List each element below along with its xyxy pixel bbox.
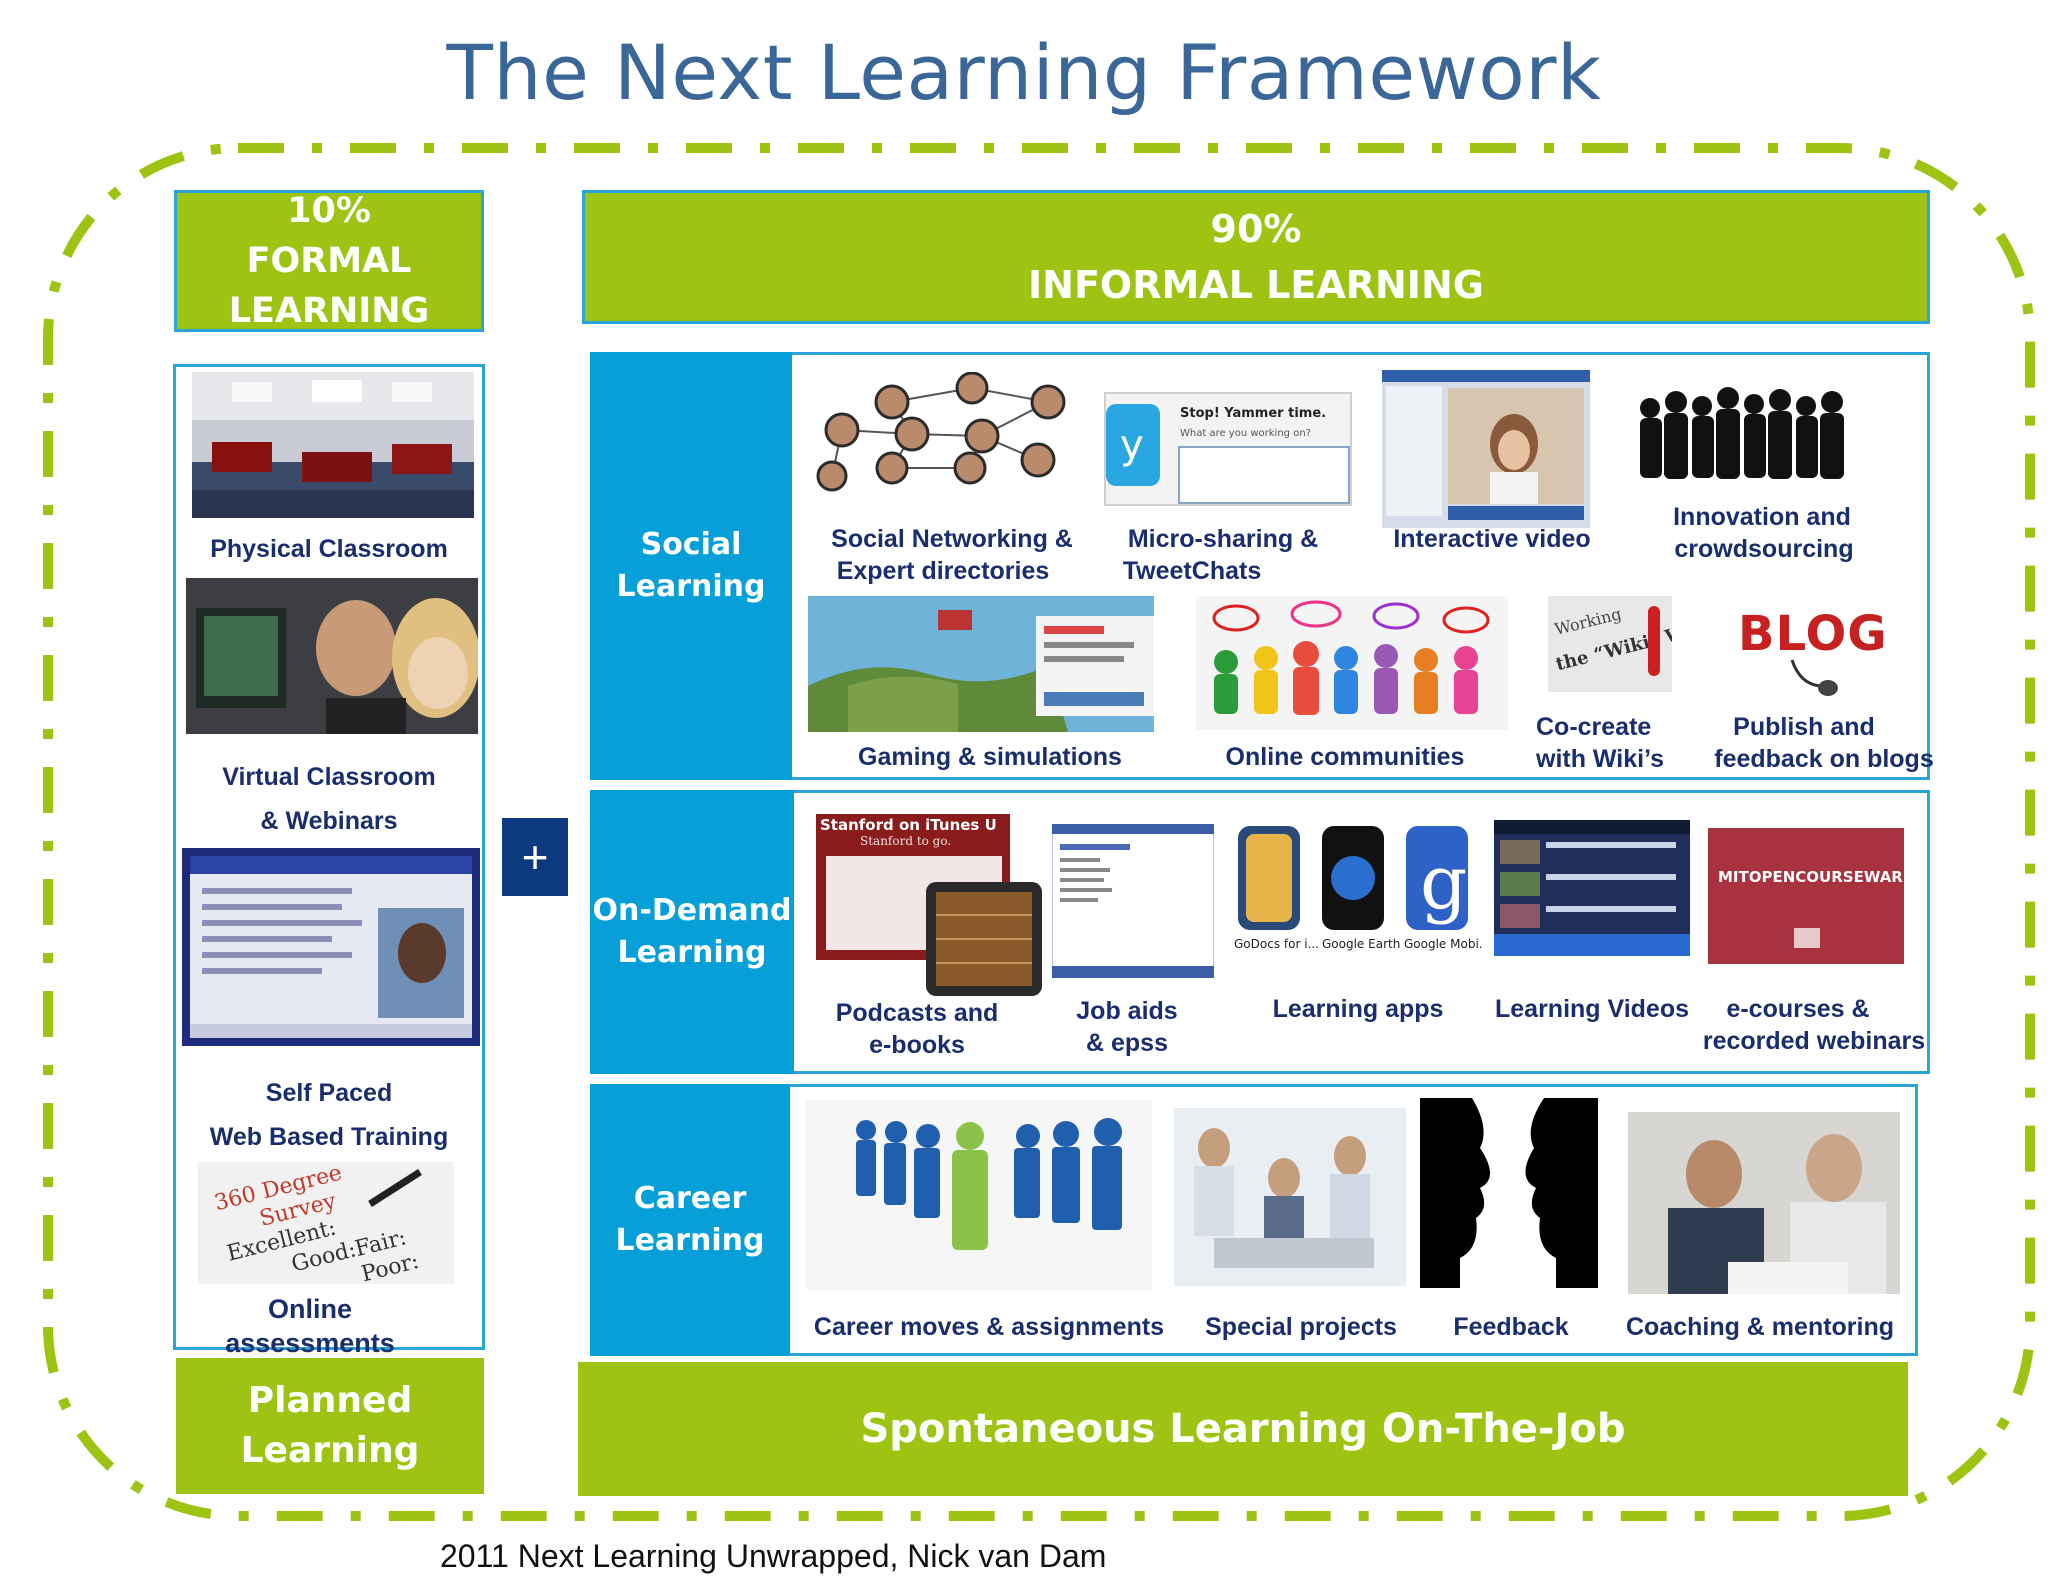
career-label-2: Learning bbox=[615, 1223, 765, 1258]
mit-ocw-image: MITOPENCOURSEWARE bbox=[1708, 828, 1913, 964]
app-name-3: Google Mobi... bbox=[1404, 937, 1484, 951]
special-projects-image bbox=[1174, 1108, 1406, 1286]
micro-sharing-label-2: TweetChats bbox=[1122, 557, 1262, 585]
page-title: The Next Learning Framework bbox=[446, 28, 1602, 117]
feedback-image bbox=[1420, 1098, 1598, 1288]
learning-videos-image bbox=[1494, 820, 1690, 956]
online-assessments-label-1: Online bbox=[267, 1294, 352, 1324]
virtual-classroom-label-1: Virtual Classroom bbox=[222, 763, 436, 791]
on-demand-label: On-Demand Learning bbox=[590, 790, 794, 1074]
on-demand-label-2: Learning bbox=[617, 935, 767, 970]
app-name-2: Google Earth bbox=[1322, 937, 1400, 951]
spontaneous-learning-bar: Spontaneous Learning On-The-Job bbox=[578, 1362, 1908, 1496]
social-networking-label-1: Social Networking & bbox=[831, 525, 1073, 553]
social-label-1: Social bbox=[640, 527, 742, 562]
e-courses-label-1: e-courses & bbox=[1726, 995, 1870, 1023]
physical-classroom-image bbox=[192, 372, 474, 518]
innovation-label-2: crowdsourcing bbox=[1674, 535, 1854, 563]
learning-apps-image: g GoDocs for i... Google Earth Google Mo… bbox=[1234, 826, 1484, 951]
wiki-img-top: Working bbox=[1552, 604, 1624, 639]
svg-text:y: y bbox=[1120, 422, 1144, 468]
feedback-label: Feedback bbox=[1453, 1313, 1569, 1341]
footer-credit: 2011 Next Learning Unwrapped, Nick van D… bbox=[440, 1538, 1107, 1574]
blog-img-text: BLOG bbox=[1738, 606, 1888, 662]
career-moves-label: Career moves & assignments bbox=[813, 1313, 1165, 1341]
planned-label-1: Planned bbox=[247, 1380, 413, 1421]
micro-sharing-label-1: Micro-sharing & bbox=[1127, 525, 1319, 553]
job-aids-label-1: Job aids bbox=[1076, 997, 1178, 1025]
gaming-label: Gaming & simulations bbox=[858, 743, 1122, 771]
formal-pct: 10% bbox=[287, 191, 371, 231]
self-paced-label-1: Self Paced bbox=[265, 1079, 393, 1107]
spontaneous-label: Spontaneous Learning On-The-Job bbox=[860, 1406, 1626, 1452]
learning-apps-label: Learning apps bbox=[1272, 995, 1444, 1023]
app-name-1: GoDocs for i... bbox=[1234, 937, 1319, 951]
yammer-sub: What are you working on? bbox=[1180, 428, 1311, 439]
formal-line2: LEARNING bbox=[228, 291, 430, 331]
gaming-image bbox=[808, 596, 1154, 732]
coaching-image bbox=[1628, 1112, 1900, 1294]
virtual-classroom-label-2: & Webinars bbox=[260, 807, 398, 835]
stanford-text-1: Stanford on iTunes U bbox=[820, 816, 997, 834]
wiki-label-2: with Wiki’s bbox=[1536, 745, 1665, 773]
planned-label-2: Learning bbox=[240, 1430, 420, 1471]
interactive-video-label: Interactive video bbox=[1393, 525, 1591, 553]
web-based-training-image bbox=[182, 848, 480, 1046]
wiki-image: Working the “Wiki” Way bbox=[1548, 596, 1672, 692]
plus-sign: + bbox=[502, 818, 568, 896]
online-communities-image bbox=[1196, 596, 1508, 730]
blog-image: BLOG bbox=[1730, 600, 1887, 700]
planned-learning-bar: Planned Learning bbox=[176, 1358, 484, 1494]
learning-videos-label: Learning Videos bbox=[1494, 995, 1690, 1023]
stanford-text-2: Stanford to go. bbox=[860, 834, 952, 848]
blog-label-2: feedback on blogs bbox=[1714, 745, 1934, 773]
career-learning-label: Career Learning bbox=[590, 1084, 790, 1356]
svg-text:g: g bbox=[1420, 840, 1467, 926]
informal-learning-header: 90% INFORMAL LEARNING bbox=[582, 190, 1930, 324]
social-network-image bbox=[816, 372, 1066, 492]
innovation-label-1: Innovation and bbox=[1673, 503, 1851, 531]
crowd-image bbox=[1640, 387, 1844, 479]
job-aids-image bbox=[1052, 824, 1214, 978]
informal-line1: INFORMAL LEARNING bbox=[1028, 263, 1484, 307]
online-assessment-image: 360 Degree Survey Excellent: Good: Fair:… bbox=[198, 1162, 454, 1284]
online-assessments-label-2: assessments bbox=[225, 1328, 395, 1358]
formal-line1: FORMAL bbox=[246, 241, 412, 281]
interactive-video-image bbox=[1382, 370, 1590, 528]
social-label-2: Learning bbox=[616, 569, 766, 604]
podcasts-label-2: e-books bbox=[869, 1031, 965, 1059]
ebook-tablet-image bbox=[926, 882, 1042, 996]
online-communities-label: Online communities bbox=[1225, 743, 1465, 771]
yammer-title: Stop! Yammer time. bbox=[1180, 406, 1327, 421]
job-aids-label-2: & epss bbox=[1086, 1029, 1168, 1057]
yammer-image: y Stop! Yammer time. What are you workin… bbox=[1104, 392, 1352, 506]
self-paced-label-2: Web Based Training bbox=[209, 1123, 449, 1151]
blog-label-1: Publish and bbox=[1733, 713, 1875, 741]
podcasts-label-1: Podcasts and bbox=[835, 999, 999, 1027]
physical-classroom-label: Physical Classroom bbox=[210, 535, 448, 563]
e-courses-label-2: recorded webinars bbox=[1702, 1027, 1926, 1055]
coaching-label: Coaching & mentoring bbox=[1625, 1313, 1895, 1341]
career-moves-image bbox=[806, 1100, 1152, 1290]
career-label-1: Career bbox=[633, 1181, 747, 1216]
special-projects-label: Special projects bbox=[1205, 1313, 1397, 1341]
mit-text: MITOPENCOURSEWARE bbox=[1718, 868, 1914, 886]
social-networking-label-2: Expert directories bbox=[836, 557, 1050, 585]
virtual-classroom-image bbox=[186, 578, 478, 734]
wiki-label-1: Co-create bbox=[1536, 713, 1652, 741]
informal-pct: 90% bbox=[1210, 207, 1302, 251]
social-learning-label: Social Learning bbox=[590, 352, 792, 780]
on-demand-label-1: On-Demand bbox=[592, 893, 792, 928]
formal-learning-header: 10% FORMAL LEARNING bbox=[174, 190, 484, 332]
